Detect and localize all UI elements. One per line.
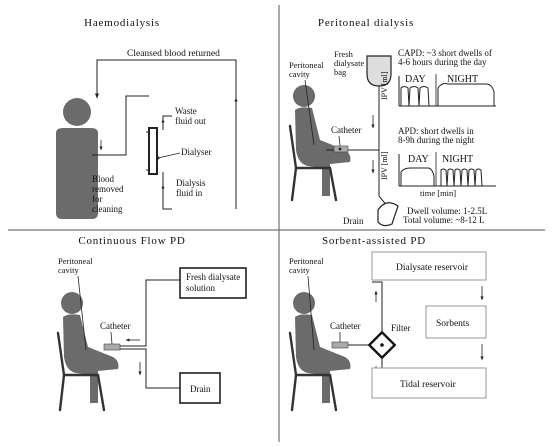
sapd-up-line: [372, 281, 383, 333]
cfpd-catheter-icon: [103, 343, 121, 351]
filter-label: Filter: [391, 323, 411, 333]
filter-icon: [367, 330, 397, 360]
fresh-bag-label-3: bag: [334, 67, 347, 77]
tidal-reservoir-box: [371, 367, 487, 399]
patient-figure-icon: [56, 98, 98, 219]
continuous-title: Continuous Flow PD: [78, 235, 185, 247]
sapd-catheter-icon: [331, 341, 349, 349]
apd-label-2: 8-9h during the night: [398, 135, 475, 145]
apd-ipv-graph: IPV [ml]: [380, 151, 496, 187]
apd-label-1: APD: short dwells in: [398, 126, 474, 136]
dialysate-bag-icon: [366, 55, 392, 87]
sorbent-title: Sorbent-assisted PD: [322, 235, 426, 247]
apd-ipv-axis-label: IPV [ml]: [380, 151, 389, 180]
sapd-catheter-label: Catheter: [330, 321, 361, 331]
fluid-label-2: fluid in: [176, 188, 203, 198]
continuous-panel: Continuous Flow PD Peritoneal cavity Cat…: [56, 235, 247, 412]
sapd-cavity-label-1: Peritoneal: [289, 256, 324, 266]
cfpd-catheter-label: Catheter: [100, 321, 131, 331]
capd-label-1: CAPD: ~3 short dwells of: [398, 48, 492, 58]
sorbent-panel: Sorbent-assisted PD Peritoneal cavity Ca…: [288, 235, 487, 412]
fresh-bag-label-2: dialysate: [334, 58, 364, 68]
waste-line: [162, 115, 172, 130]
cfpd-drain-label: Drain: [190, 384, 211, 394]
drain-bag-icon: [377, 202, 399, 227]
dwell-volume-label: Dwell volume: 1-2.5L: [407, 206, 487, 216]
capd-ipv-graph: IPV [ml]: [380, 71, 496, 107]
apd-day-label: DAY: [408, 154, 429, 165]
blood-removed-label-1: Blood: [92, 174, 115, 184]
haemodialysis-title: Haemodialysis: [84, 17, 160, 29]
waste-label-1: Waste: [175, 106, 197, 116]
pd-cavity-label-1: Peritoneal: [289, 60, 324, 70]
fresh-dialysate-box: [179, 267, 247, 299]
capd-label-2: 4-6 hours during the day: [398, 57, 487, 67]
total-volume-label: Total volume: ~8-12 L: [403, 215, 484, 225]
sorbents-box: [425, 305, 487, 339]
apd-time-axis-label: time [min]: [420, 188, 456, 198]
fresh-bag-label-1: Fresh: [334, 49, 354, 59]
sorbents-label: Sorbents: [436, 319, 470, 329]
pd-drain-label: Drain: [343, 216, 364, 226]
cfpd-fresh-label-1: Fresh dialysate: [186, 272, 240, 282]
peritoneal-title: Peritoneal dialysis: [318, 17, 414, 29]
fluid-in-line: [162, 172, 172, 210]
sapd-cavity-label-2: cavity: [289, 265, 311, 275]
dialyser-icon: [146, 127, 160, 175]
blood-removed-label-3: for: [92, 194, 103, 204]
blood-out-line: [92, 95, 149, 156]
blood-return-line: [95, 59, 237, 209]
pd-feed-line: [326, 86, 380, 151]
cfpd-cavity-label-1: Peritoneal: [58, 256, 93, 266]
sapd-patient-chair-icon: [288, 292, 351, 412]
pd-cavity-label-2: cavity: [289, 69, 311, 79]
capd-day-label: DAY: [405, 74, 426, 85]
waste-label-2: fluid out: [175, 116, 206, 126]
cfpd-drain-box: [179, 372, 221, 404]
capd-night-label: NIGHT: [447, 74, 478, 85]
cfpd-inflow-line: [120, 279, 180, 347]
blood-returned-label: Cleansed blood returned: [127, 49, 220, 59]
apd-night-label: NIGHT: [442, 154, 473, 165]
peritoneal-panel: Peritoneal dialysis Peritoneal cavity Fr…: [288, 17, 496, 227]
dialyser-label: Dialyser: [181, 147, 212, 157]
cfpd-patient-chair-icon: [56, 292, 119, 412]
blood-removed-label-2: removed: [92, 184, 124, 194]
dialysate-reservoir-label: Dialysate reservoir: [396, 263, 469, 273]
cfpd-outflow-line: [120, 348, 180, 389]
dialysate-reservoir-box: [371, 251, 487, 281]
haemodialysis-panel: Haemodialysis Cleansed blood returned Bl…: [56, 17, 238, 219]
pd-catheter-label: Catheter: [331, 125, 362, 135]
cfpd-cavity-label-2: cavity: [58, 265, 80, 275]
fluid-label-1: Dialysis: [176, 178, 206, 188]
blood-removed-label-4: cleaning: [92, 204, 123, 214]
cfpd-fresh-label-2: solution: [186, 283, 216, 293]
tidal-reservoir-label: Tidal reservoir: [400, 380, 457, 390]
capd-ipv-axis-label: IPV [ml]: [380, 71, 389, 100]
patient-chair-icon: [288, 85, 351, 202]
